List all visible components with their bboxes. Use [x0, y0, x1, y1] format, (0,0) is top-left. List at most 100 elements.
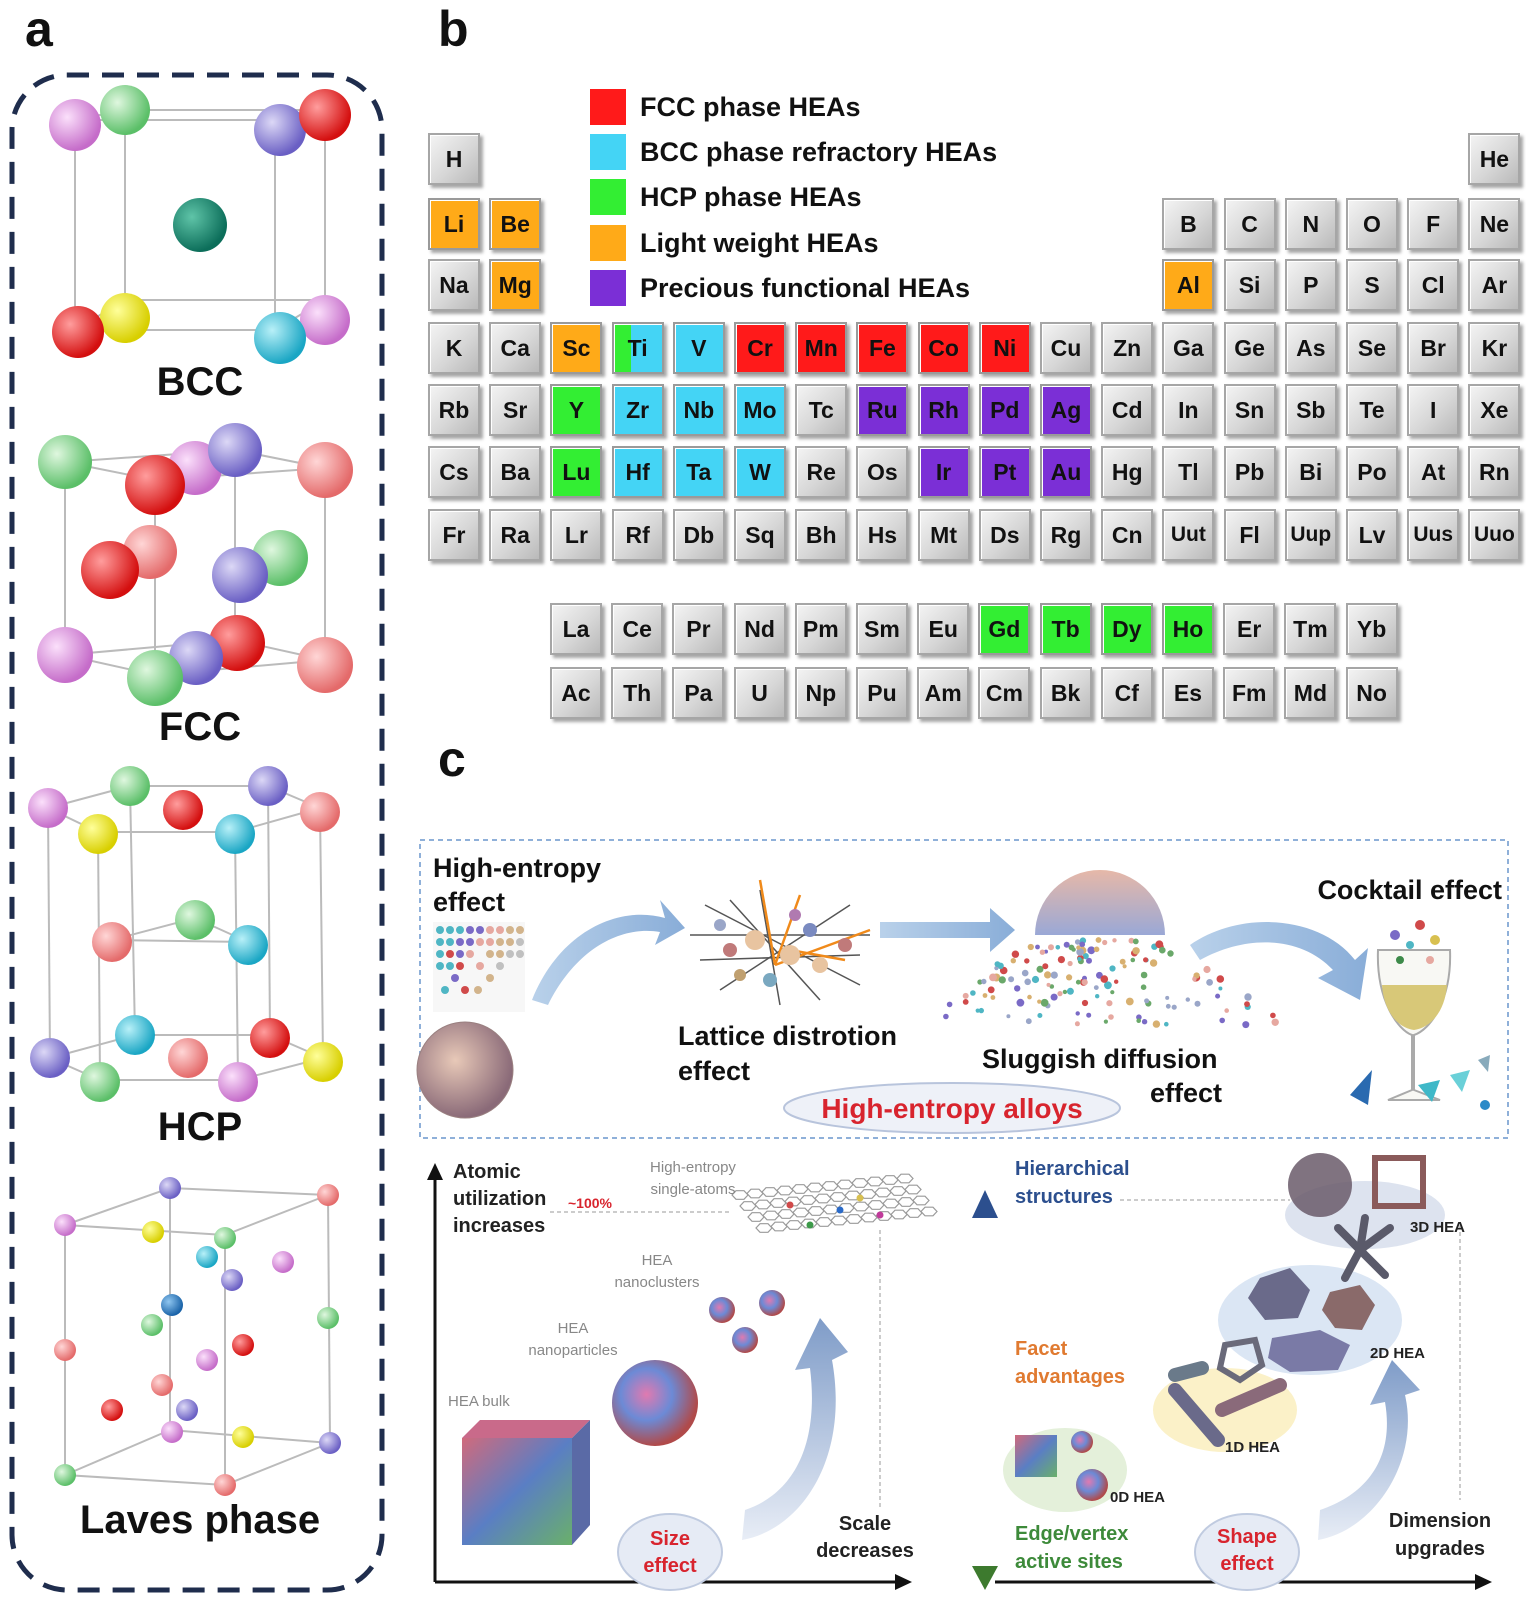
diffusion-dot [1152, 1020, 1161, 1028]
element-symbol: Tl [1178, 458, 1199, 485]
element-symbol: Lv [1358, 521, 1386, 548]
legend-item: FCC phase HEAs [590, 88, 861, 126]
graphene-cell [739, 1201, 757, 1211]
element-cell-in: In [1162, 384, 1215, 436]
diffusion-dot [1192, 976, 1197, 982]
element-symbol: Sn [1234, 396, 1265, 423]
element-symbol: Ne [1479, 210, 1510, 237]
diffusion-dot [994, 961, 1001, 967]
graphene-cell [746, 1188, 764, 1199]
element-symbol: Sm [864, 615, 900, 642]
element-symbol: Pu [867, 679, 897, 706]
graphene-cell [920, 1206, 938, 1217]
size-xaxis-1: Scale [839, 1513, 891, 1535]
graphene-cell [882, 1198, 900, 1209]
element-cell-bk: Bk [1039, 667, 1092, 719]
element-symbol: N [1302, 210, 1320, 237]
diffusion-dot [1082, 953, 1089, 960]
element-symbol: He [1479, 145, 1510, 172]
element-cell-uuo: Uuo [1468, 509, 1521, 561]
element-symbol: Te [1359, 396, 1385, 423]
element-symbol: Sq [745, 521, 775, 548]
element-symbol: Rb [438, 396, 470, 423]
element-cell-at: At [1407, 446, 1460, 498]
element-symbol: Br [1420, 334, 1446, 361]
element-cell-yb: Yb [1345, 603, 1398, 655]
lattice-label-2: effect [678, 1056, 750, 1086]
diffusion-dot [1077, 956, 1082, 962]
element-cell-bi: Bi [1284, 446, 1337, 498]
graphene-cell [912, 1195, 930, 1206]
element-cell-rb: Rb [428, 384, 480, 436]
high-entropy-label-2: effect [433, 887, 505, 917]
element-symbol: Bk [1050, 679, 1081, 706]
diffusion-dot [1215, 993, 1221, 999]
element-cell-sm: Sm [856, 603, 908, 655]
element-cell-al: Al [1162, 259, 1215, 311]
element-cell-tb: Tb [1039, 603, 1092, 655]
nanoparticles-label-1: HEA [558, 1320, 589, 1337]
label-2d-hea: 2D HEA [1370, 1345, 1425, 1362]
single-atom-dot [876, 1211, 884, 1219]
element-symbol: Na [439, 271, 469, 298]
diffusion-dot [1006, 1014, 1011, 1019]
element-symbol: Sb [1296, 396, 1326, 423]
diffusion-dot [1093, 985, 1099, 990]
diffusion-dot [1016, 998, 1025, 1007]
element-cell-be: Be [489, 198, 542, 250]
edge-label-2: active sites [1015, 1551, 1123, 1573]
bcc-label: BCC [156, 360, 244, 404]
element-symbol: Bi [1299, 458, 1323, 485]
diffusion-dot [1140, 984, 1147, 990]
diffusion-dot [1109, 965, 1116, 972]
element-symbol: Cd [1111, 396, 1143, 423]
diffusion-dot [1035, 944, 1040, 950]
nanoclusters-label-2: nanoclusters [614, 1274, 699, 1291]
diffusion-dot [1050, 993, 1058, 1001]
diffusion-dot [1037, 1013, 1043, 1018]
element-cell-c: C [1223, 198, 1276, 250]
element-symbol: Uut [1170, 523, 1206, 546]
diffusion-dot [1076, 948, 1084, 956]
nanoclusters-label-1: HEA [642, 1252, 673, 1269]
diffusion-dot [987, 986, 995, 994]
shape-effect-2: effect [1220, 1553, 1274, 1575]
element-symbol: Nb [683, 396, 715, 423]
diffusion-dot [989, 973, 997, 982]
element-cell-nb: Nb [672, 384, 725, 436]
element-cell-pb: Pb [1223, 446, 1276, 498]
graphene-cell [731, 1190, 749, 1200]
element-symbol: Po [1357, 458, 1387, 485]
element-symbol: Fr [442, 521, 466, 548]
element-symbol: K [445, 334, 463, 361]
diffusion-dot [1086, 957, 1092, 964]
element-symbol: Ta [686, 458, 712, 485]
element-cell-na: Na [428, 259, 480, 311]
element-symbol: Mo [743, 396, 777, 423]
element-symbol: Cn [1111, 521, 1143, 548]
element-cell-pt: Pt [978, 446, 1031, 498]
diffusion-dot [1074, 1021, 1080, 1027]
diffusion-dot [1062, 989, 1068, 995]
element-cell-tl: Tl [1162, 446, 1215, 498]
element-cell-eu: Eu [917, 603, 970, 655]
element-symbol: U [751, 679, 768, 706]
element-cell-ar: Ar [1468, 259, 1521, 311]
diffusion-dot [1164, 1021, 1169, 1027]
element-symbol: Pm [802, 615, 839, 642]
graphene-cell [874, 1187, 892, 1198]
element-cell-lv: Lv [1346, 509, 1398, 561]
graphene-cell [859, 1189, 877, 1199]
element-symbol: Ru [867, 396, 898, 423]
graphene-cell [785, 1220, 803, 1230]
element-cell-sn: Sn [1223, 384, 1276, 436]
element-cell-hs: Hs [856, 509, 909, 561]
element-symbol: Cm [985, 679, 1023, 706]
diffusion-dot [1270, 1012, 1276, 1019]
diffusion-dot [1042, 963, 1049, 970]
diffusion-dot [975, 1008, 980, 1013]
element-cell-ra: Ra [489, 509, 542, 561]
element-symbol: Ga [1173, 334, 1204, 361]
element-symbol: Md [1293, 679, 1327, 706]
element-cell-ne: Ne [1468, 198, 1521, 250]
